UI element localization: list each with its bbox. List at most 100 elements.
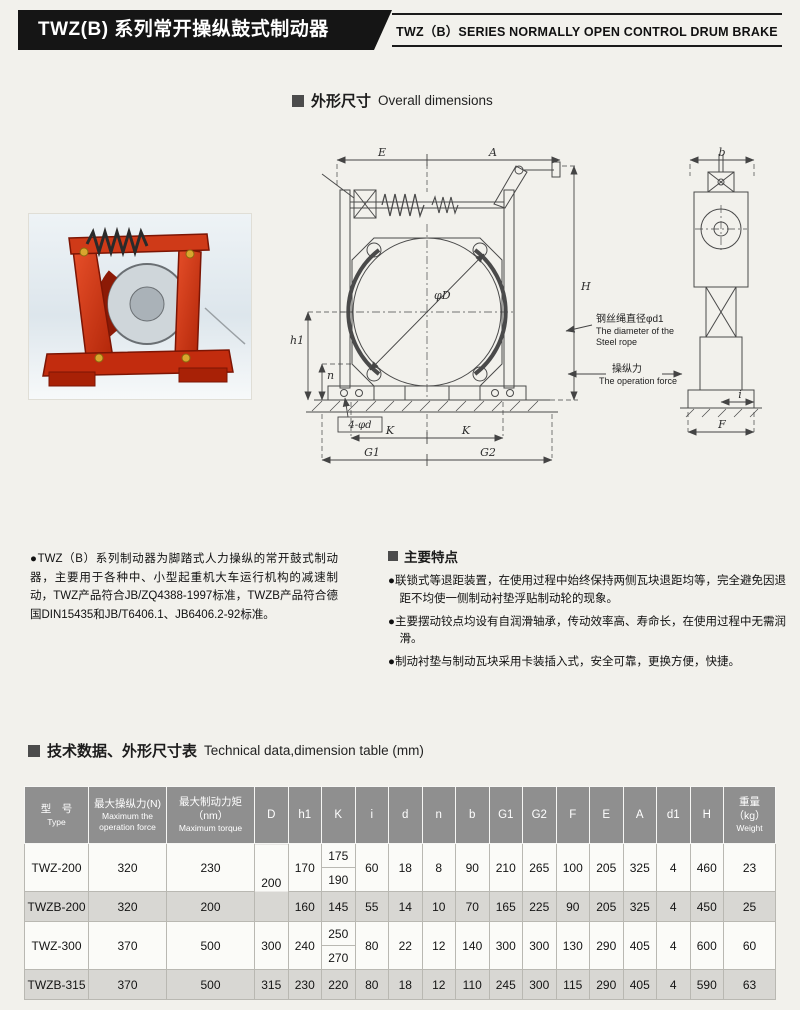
cell-K: 220 bbox=[321, 969, 356, 1000]
cell-d1: 4 bbox=[656, 843, 691, 892]
cell-b: 70 bbox=[455, 891, 490, 922]
note-rope-cn: 钢丝绳直径φd1 bbox=[596, 312, 664, 325]
cell-K-top: 175 bbox=[322, 844, 355, 868]
cell-A: 405 bbox=[622, 921, 657, 970]
cell-K-split: 250 270 bbox=[321, 921, 356, 970]
feature-item: ●联锁式等退距装置，在使用过程中始终保持两侧瓦块退距均等，完全避免因退距不均使一… bbox=[388, 575, 786, 605]
cell-E: 290 bbox=[589, 921, 624, 970]
cell-H: 460 bbox=[689, 843, 724, 892]
cell-d: 18 bbox=[388, 969, 423, 1000]
cell-E: 205 bbox=[589, 891, 624, 922]
cell-G2: 225 bbox=[522, 891, 557, 922]
cell-E: 290 bbox=[589, 969, 624, 1000]
table-row: TWZ-300 370 500 300 240 250 270 80 22 12… bbox=[24, 921, 776, 970]
dim-G1: G1 bbox=[364, 446, 380, 459]
note-rope-en1: The diameter of the bbox=[596, 326, 674, 336]
cell-b: 140 bbox=[455, 921, 490, 970]
col-header-type: 型 号 Type bbox=[24, 786, 89, 844]
cell-weight: 63 bbox=[723, 969, 776, 1000]
cell-force: 370 bbox=[88, 969, 167, 1000]
side-view bbox=[680, 154, 762, 418]
col-header-E: E bbox=[589, 786, 624, 844]
cell-force: 320 bbox=[88, 843, 167, 892]
overall-dimensions-title-cn: 外形尺寸 bbox=[311, 93, 372, 110]
col-header-weight: 重量 （kg） Weight bbox=[723, 786, 776, 844]
cell-torque: 200 bbox=[166, 891, 255, 922]
cell-A: 325 bbox=[622, 843, 657, 892]
note-rope-en2: Steel rope bbox=[596, 337, 637, 347]
cell-h1: 170 bbox=[287, 843, 322, 892]
cell-E: 205 bbox=[589, 843, 624, 892]
cell-type: TWZB-200 bbox=[24, 891, 89, 922]
cell-F: 115 bbox=[555, 969, 590, 1000]
cell-A: 405 bbox=[622, 969, 657, 1000]
section-square-icon bbox=[388, 551, 398, 561]
dim-n: n bbox=[327, 369, 334, 382]
drawing-annotations: 钢丝绳直径φd1 The diameter of the Steel rope … bbox=[596, 312, 677, 386]
col-header-K: K bbox=[321, 786, 356, 844]
header-torque-cn: 最大制动力矩 bbox=[179, 796, 242, 809]
dim-b: b bbox=[718, 146, 725, 159]
front-view bbox=[306, 161, 561, 413]
cell-type: TWZ-200 bbox=[24, 843, 89, 892]
dimension-labels: E A H h1 n K K G1 G2 φD 4-φd b i F bbox=[290, 146, 742, 459]
section-square-icon bbox=[292, 94, 304, 107]
product-photo-art bbox=[29, 214, 251, 399]
cell-G1: 165 bbox=[488, 891, 523, 922]
cell-i: 60 bbox=[354, 843, 389, 892]
dimension-table: 型 号 Type 最大操纵力(N) Maximum the operation … bbox=[24, 786, 776, 1000]
cell-G1: 210 bbox=[488, 843, 523, 892]
header-type-en: Type bbox=[47, 816, 66, 827]
table-section-heading: 技术数据、外形尺寸表 Technical data,dimension tabl… bbox=[28, 740, 424, 761]
cell-h1: 160 bbox=[287, 891, 322, 922]
header-force-en1: Maximum the bbox=[101, 811, 153, 822]
cell-b: 90 bbox=[455, 843, 490, 892]
dimension-lines bbox=[304, 154, 755, 466]
cell-F: 130 bbox=[555, 921, 590, 970]
cell-D: 315 bbox=[254, 969, 289, 1000]
ground-hatching bbox=[311, 400, 539, 412]
features-section: 主要特点 ●联锁式等退距装置，在使用过程中始终保持两侧瓦块退距均等，完全避免因退… bbox=[388, 546, 786, 677]
cell-K-top: 250 bbox=[322, 922, 355, 946]
header-weight-en: Weight bbox=[736, 823, 763, 834]
col-header-A: A bbox=[622, 786, 657, 844]
product-photo bbox=[28, 213, 252, 400]
overall-dimensions-title-en: Overall dimensions bbox=[378, 93, 493, 108]
cell-torque: 500 bbox=[166, 921, 255, 970]
col-header-n: n bbox=[421, 786, 456, 844]
header-force-cn: 最大操纵力(N) bbox=[93, 797, 162, 810]
cell-i: 80 bbox=[354, 921, 389, 970]
cell-D-merged: 200 bbox=[254, 843, 289, 922]
col-header-i: i bbox=[354, 786, 389, 844]
dim-phiD: φD bbox=[434, 289, 451, 302]
cell-h1: 240 bbox=[287, 921, 322, 970]
section-square-icon bbox=[28, 744, 40, 757]
cell-d: 18 bbox=[388, 843, 423, 892]
product-description: ●TWZ（B）系列制动器为脚踏式人力操纵的常开鼓式制动器，主要用于各种中、小型起… bbox=[30, 553, 338, 621]
cell-G1: 300 bbox=[488, 921, 523, 970]
table-row: TWZ-200 320 230 200 170 175 190 60 18 8 … bbox=[24, 843, 776, 922]
cell-F: 100 bbox=[555, 843, 590, 892]
cell-d: 22 bbox=[388, 921, 423, 970]
cell-force: 370 bbox=[88, 921, 167, 970]
header-torque-cn2: （nm） bbox=[192, 809, 229, 822]
cell-n: 12 bbox=[421, 921, 456, 970]
cell-torque: 230 bbox=[166, 843, 255, 892]
cell-d: 14 bbox=[388, 891, 423, 922]
cell-n: 10 bbox=[421, 891, 456, 922]
note-force-cn: 操纵力 bbox=[612, 362, 642, 375]
header-title-en: TWZ（B）SERIES NORMALLY OPEN CONTROL DRUM … bbox=[392, 13, 782, 47]
col-header-d1: d1 bbox=[656, 786, 691, 844]
col-header-b: b bbox=[455, 786, 490, 844]
header-weight-cn: 重量 bbox=[739, 796, 760, 809]
note-force-en: The operation force bbox=[599, 376, 677, 386]
cell-K-bottom: 270 bbox=[328, 950, 349, 965]
col-header-h1: h1 bbox=[287, 786, 322, 844]
cell-d1: 4 bbox=[656, 891, 691, 922]
cell-G2: 300 bbox=[522, 921, 557, 970]
cell-n: 12 bbox=[421, 969, 456, 1000]
cell-A: 325 bbox=[622, 891, 657, 922]
cell-weight: 60 bbox=[723, 921, 776, 970]
dim-h1: h1 bbox=[290, 334, 304, 347]
